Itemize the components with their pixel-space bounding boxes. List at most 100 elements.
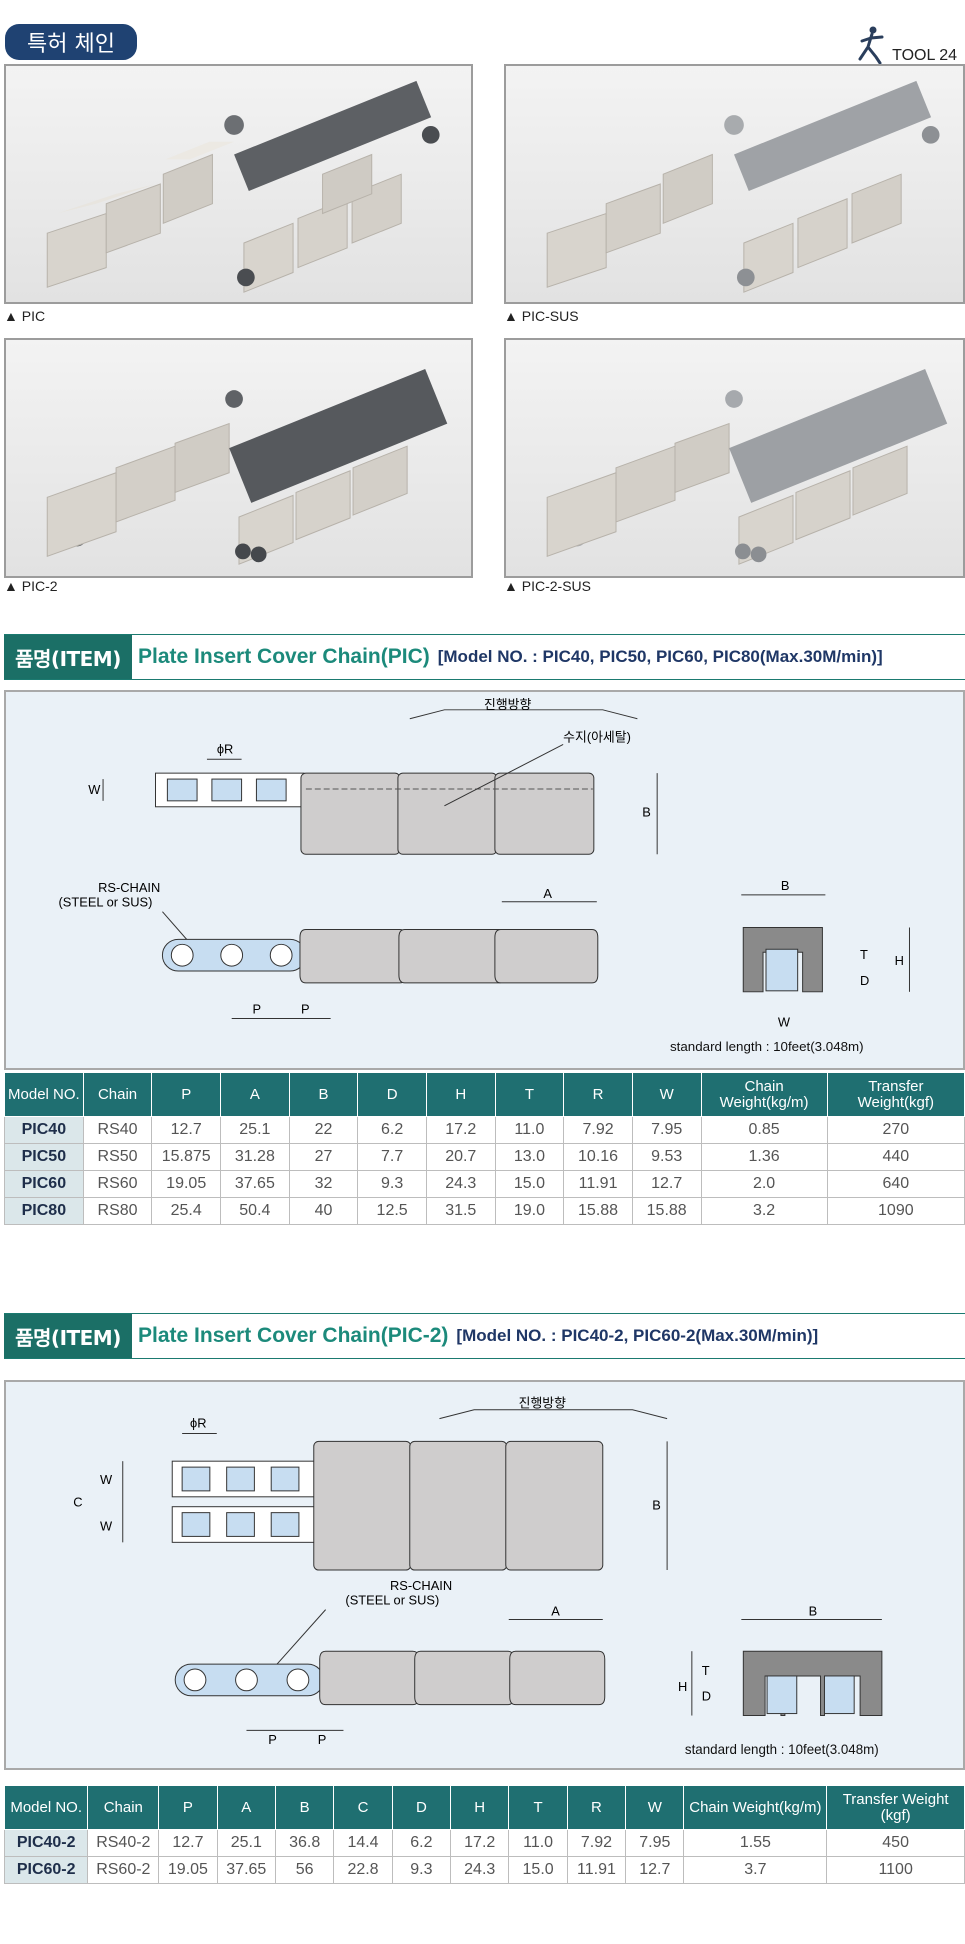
table-cell: 2.0 (700, 1170, 828, 1198)
dim-b: B (652, 1498, 661, 1513)
table-cell: 37.65 (220, 1170, 290, 1198)
table-cell: 7.7 (357, 1143, 427, 1171)
table-cell: 0.85 (700, 1116, 828, 1144)
dim-w-end: W (778, 1014, 791, 1029)
dim-b: B (642, 805, 651, 820)
table-cell: 15.88 (563, 1197, 633, 1225)
table-cell: 19.05 (151, 1170, 222, 1198)
section-header-pic-2: 품명(ITEM) Plate Insert Cover Chain(PIC-2)… (4, 1313, 965, 1359)
table-cell: 7.95 (625, 1829, 685, 1857)
table-header: R (563, 1072, 633, 1117)
photo-caption: ▲ PIC-SUS (504, 308, 579, 324)
table-cell: 40 (288, 1197, 359, 1225)
drawing-canvas: 진행방향 ϕR W C W B RS-CHAIN (STEEL or SUS) … (73, 1396, 883, 1757)
item-tag: 품명(ITEM) (4, 1314, 132, 1358)
table-cell: 50.4 (220, 1197, 290, 1225)
table-header: Chain Weight(kg/m) (700, 1072, 828, 1117)
table-header: R (566, 1785, 627, 1830)
dim-p2: P (301, 1002, 310, 1017)
brand-name: TOOL 24 (892, 47, 957, 64)
rs-chain-label: RS-CHAIN (98, 880, 160, 895)
table-header: T (508, 1785, 568, 1830)
table-header: W (625, 1785, 685, 1830)
table-cell: 12.5 (357, 1197, 427, 1225)
dim-b-end: B (809, 1604, 818, 1619)
table-cell: 19.0 (494, 1197, 565, 1225)
table-cell: 9.53 (631, 1143, 702, 1171)
table-row: PIC60-2 RS60-2 19.05 37.65 56 22.8 9.3 2… (3, 1856, 965, 1884)
dim-p: P (268, 1732, 277, 1747)
rs-chain-sub: (STEEL or SUS) (345, 1593, 439, 1608)
table-cell: PIC80 (4, 1197, 84, 1225)
standard-length: standard length : 10feet(3.048m) (685, 1742, 879, 1757)
table-cell: PIC60 (4, 1170, 84, 1198)
table-row: PIC40 RS40 12.7 25.1 22 6.2 17.2 11.0 7.… (4, 1116, 965, 1144)
table-header: B (274, 1785, 335, 1830)
direction-label: 진행방향 (519, 1396, 566, 1411)
table-cell: 12.7 (625, 1856, 685, 1884)
technical-drawing-pic: 진행방향 수지(아세탈) ϕR W B RS-CHAIN (STEEL or S… (4, 690, 965, 1070)
table-row: PIC40-2 RS40-2 12.7 25.1 36.8 14.4 6.2 1… (3, 1829, 965, 1857)
table-header: Model NO. (4, 1072, 84, 1117)
table-cell: 440 (826, 1143, 965, 1171)
category-badge: 특허 체인 (5, 24, 137, 60)
dim-p2: P (318, 1732, 327, 1747)
table-cell: 6.2 (391, 1829, 452, 1857)
table-cell: 270 (826, 1116, 965, 1144)
table-header: H (425, 1072, 496, 1117)
dim-h: H (678, 1679, 687, 1694)
table-cell: 12.7 (151, 1116, 222, 1144)
table-cell: PIC50 (4, 1143, 84, 1171)
item-tag: 품명(ITEM) (4, 635, 132, 679)
table-header: Transfer Weight (kgf) (826, 1785, 965, 1830)
dim-r: ϕR (217, 741, 234, 756)
dim-p: P (252, 1002, 261, 1017)
chain-photo-icon (546, 80, 940, 293)
dim-w2: W (100, 1518, 113, 1533)
photo-caption: ▲ PIC (4, 308, 46, 324)
table-cell: 7.92 (563, 1116, 633, 1144)
table-cell: 9.3 (391, 1856, 452, 1884)
table-cell: 22 (288, 1116, 359, 1144)
direction-label: 진행방향 (484, 697, 531, 712)
table-cell: 24.3 (425, 1170, 496, 1198)
brand-logo: TOOL 24 (854, 25, 957, 65)
table-cell: 24.3 (450, 1856, 510, 1884)
section-title: Plate Insert Cover Chain(PIC) (138, 645, 430, 668)
table-header: D (357, 1072, 427, 1117)
photo-caption: ▲ PIC-2-SUS (504, 578, 591, 594)
dim-b-end: B (781, 878, 790, 893)
material-label: 수지(아세탈) (563, 729, 631, 744)
table-cell: 450 (826, 1829, 965, 1857)
table-cell: 22.8 (333, 1856, 393, 1884)
product-photo-pic-2 (4, 338, 473, 578)
table-header: Chain Weight(kg/m) (683, 1785, 828, 1830)
table-cell: RS50 (82, 1143, 153, 1171)
table-cell: 1.55 (683, 1829, 828, 1857)
table-cell: 11.0 (494, 1116, 565, 1144)
table-cell: RS80 (82, 1197, 153, 1225)
figure-logo-icon (858, 26, 884, 65)
table-cell: 25.1 (216, 1829, 276, 1857)
dim-a: A (551, 1604, 560, 1619)
table-cell: 1.36 (700, 1143, 828, 1171)
dim-r: ϕR (190, 1416, 207, 1431)
dim-h: H (895, 953, 904, 968)
table-header: P (158, 1785, 218, 1830)
dim-d: D (860, 973, 869, 988)
table-cell: 640 (826, 1170, 965, 1198)
table-cell: 9.3 (357, 1170, 427, 1198)
dim-t: T (860, 947, 868, 962)
table-cell: 20.7 (425, 1143, 496, 1171)
table-cell: 19.05 (158, 1856, 218, 1884)
table-header: Chain (87, 1785, 160, 1830)
table-header: H (450, 1785, 510, 1830)
table-cell: PIC40-2 (3, 1829, 89, 1857)
table-cell: 6.2 (357, 1116, 427, 1144)
table-cell: 56 (274, 1856, 335, 1884)
table-cell: 15.0 (494, 1170, 565, 1198)
table-cell: 14.4 (333, 1829, 393, 1857)
chain-photo-icon (46, 368, 448, 565)
dim-c: C (73, 1495, 82, 1510)
table-cell: PIC60-2 (3, 1856, 89, 1884)
